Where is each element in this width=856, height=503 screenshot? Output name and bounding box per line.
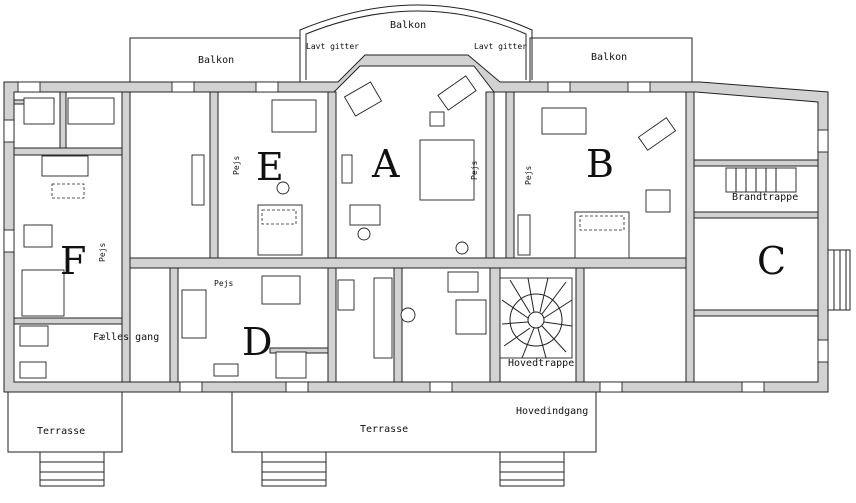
label-lavt-gitter-left: Lavt gitter [306,42,359,51]
room-label-d: D [242,320,273,364]
room-a-furniture [341,75,477,255]
label-hovedtrappe: Hovedtrappe [508,358,575,369]
balcony-top-outline-inner [305,10,527,80]
interior-walls [13,91,819,383]
room-e-furniture [191,99,317,256]
room-f-furniture [21,97,115,317]
label-lavt-gitter-right: Lavt gitter [474,42,527,51]
terrace-left-outline [7,392,123,453]
label-terrasse-left: Terrasse [37,426,86,437]
label-faelles-gang: Fælles gang [93,332,160,343]
fire-staircase-drawing [725,167,797,193]
terrace-steps [39,451,565,487]
label-pejs-e: Pejs [232,155,241,175]
label-pejs-a: Pejs [470,160,479,180]
label-pejs-f: Pejs [98,242,107,262]
label-brandtrappe: Brandtrappe [732,192,799,203]
room-label-a: A [372,142,400,186]
label-pejs-d: Pejs [214,279,234,288]
label-balkon-left: Balkon [198,55,235,66]
room-label-c: C [757,239,787,283]
room-d-furniture [19,271,487,379]
terrace-center-outline [231,392,597,453]
room-label-b: B [586,142,614,186]
label-balkon-right: Balkon [591,52,628,63]
room-label-e: E [256,145,284,189]
outer-wall [3,54,829,393]
side-entrance-steps [827,249,851,311]
main-staircase-drawing [499,277,573,359]
label-balkon-top: Balkon [390,20,427,31]
label-terrasse-center: Terrasse [360,424,409,435]
windows [3,81,829,393]
balcony-top-outline [299,4,533,80]
room-label-f: F [60,239,87,283]
label-pejs-b: Pejs [524,165,533,185]
room-b-furniture [517,107,677,259]
label-hovedindgang: Hovedindgang [516,406,589,417]
